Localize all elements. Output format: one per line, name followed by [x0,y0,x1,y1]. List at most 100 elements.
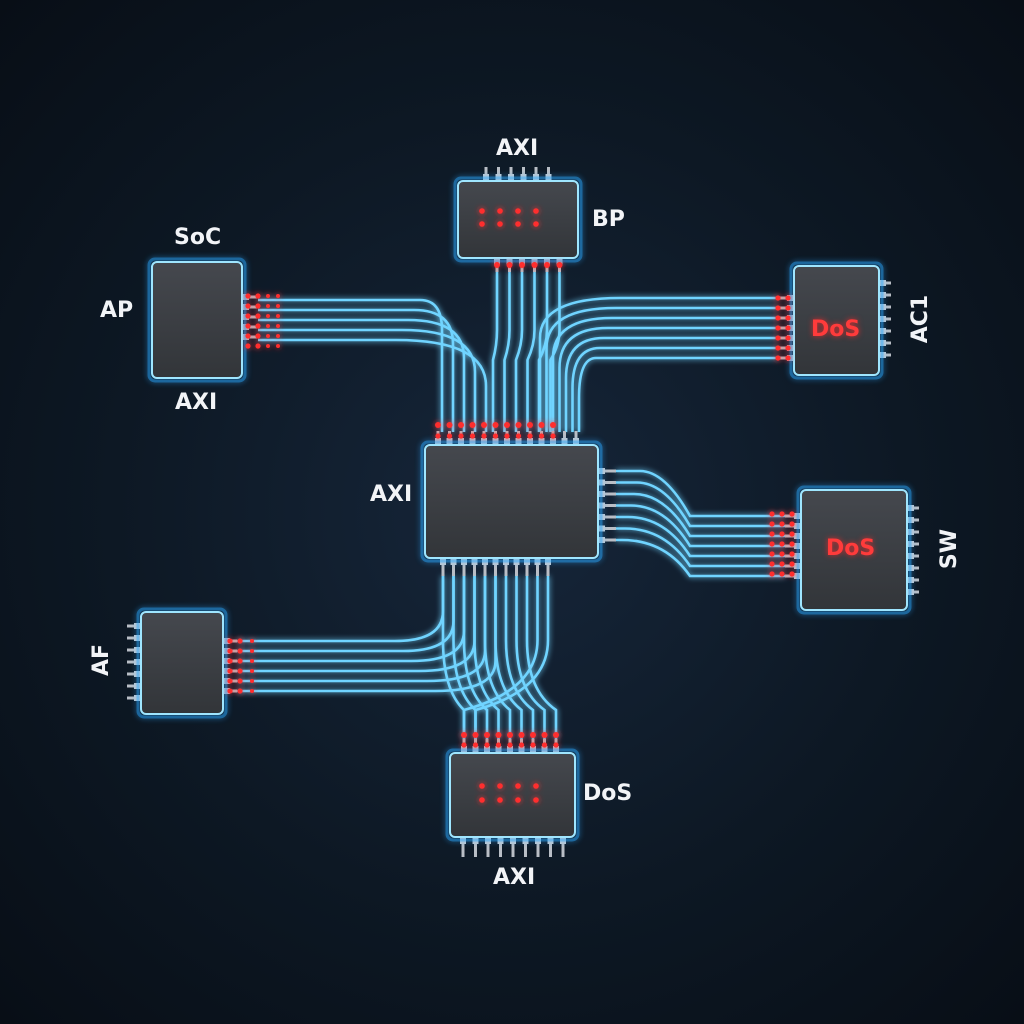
ac1-dos-label: DoS [811,317,861,342]
dos-inner-led [479,783,485,789]
center-top-led [515,422,522,428]
bp-trace [526,272,536,432]
dos-trace [525,576,558,739]
sw-side-label: SW [937,528,963,570]
center-top-led [504,433,510,439]
center-top-led [527,422,533,428]
dos-inner-led [497,783,503,789]
ac1-trace [577,356,778,432]
sw-trace [616,469,785,518]
center-axi-label: AXI [370,482,413,507]
center-top-led [481,422,487,428]
soc-trace [258,338,488,432]
bp-led [515,208,521,214]
dos-inner-led [479,797,485,803]
bp-chip [457,180,579,259]
soc-left-label: AP [100,298,134,323]
center-top-led [469,422,476,428]
center-chip-glow [420,440,603,563]
center-top-led [538,433,545,439]
ac1-trace [564,336,778,432]
bp-top-label: AXI [496,136,539,161]
sw-trace [616,492,785,538]
trace-group [237,272,785,739]
bp-pin-led [506,262,513,268]
af-chip-glow [136,607,228,719]
ac1-trace [571,346,778,432]
bp-led [533,208,539,214]
bp-trace [549,272,561,432]
bp-pin-led [519,262,525,268]
dos-trace [462,576,489,739]
center-top-led [492,433,499,439]
center-top-led [458,433,464,439]
bp-pin-led [494,262,500,268]
soc-trace [258,328,477,432]
bp-led [533,221,539,227]
dos-trace [473,576,500,739]
center-top-led [504,422,510,428]
dos-trace [494,576,523,739]
af-trace [237,576,487,683]
center-top-led [469,433,476,439]
center-top-led [435,433,441,439]
dos-trace [483,576,512,739]
sw-trace [616,504,785,548]
bp-trace [514,272,524,432]
bp-led [497,221,503,227]
ac1-trace [538,296,778,432]
ac1-side-label: AC1 [908,294,934,344]
bp-pin-led [531,262,538,268]
soc-chip [151,261,243,379]
bp-led [479,208,485,214]
soc-trace [258,308,455,432]
center-top-led [550,422,556,428]
dos-right-label: DoS [583,781,633,806]
bp-led [479,221,485,227]
ac1-chip-glow [789,261,884,380]
soc-chip-glow [147,257,247,383]
bp-chip-glow [453,176,583,263]
sw-chip-glow [796,485,912,615]
center-top-led [435,422,441,428]
ac1-trace [558,326,778,432]
center-top-led [550,433,556,439]
dos-bottom-label: AXI [493,865,536,890]
sw-dos-label: DoS [826,536,876,561]
bp-pin-led [544,262,550,268]
dos-chip [449,752,576,838]
bp-trace [503,272,511,432]
soc-top-label: SoC [174,225,222,250]
soc-trace [258,318,466,432]
ac1-chip [793,265,880,376]
dos-trace [504,576,535,739]
af-chip [140,611,224,715]
dos-chip-glow [445,748,580,842]
dos-inner-led [497,797,503,803]
soc-bottom-label: AXI [175,390,218,415]
sw-trace [616,481,785,528]
sw-trace [616,527,785,568]
center-top-led [446,422,453,428]
dos-trace [462,576,539,739]
sw-chip [800,489,908,611]
af-side-label: AF [89,643,115,677]
bp-pin-led [556,262,563,268]
soc-trace [258,298,444,432]
sw-trace [616,538,785,578]
dos-inner-led [533,783,539,789]
chip-group [136,176,912,842]
center-top-led [481,433,487,439]
dos-inner-led [533,797,539,803]
center-top-led [446,433,453,439]
dos-trace [474,576,550,739]
center-top-led [458,422,464,428]
af-trace [237,576,445,643]
led-group [227,208,795,803]
bp-led [497,208,503,214]
center-top-led [538,422,545,428]
center-chip [424,444,599,559]
bp-led [515,221,521,227]
